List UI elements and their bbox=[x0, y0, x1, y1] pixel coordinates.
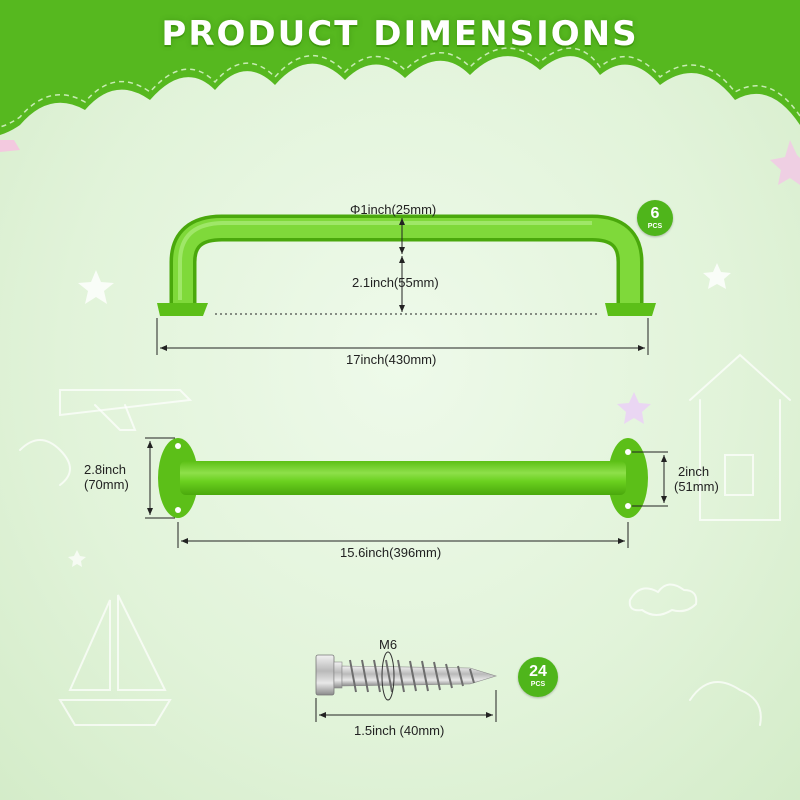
thread-label: M6 bbox=[379, 637, 398, 652]
left-height-label-line2: (70mm) bbox=[84, 477, 129, 492]
top-view-dimension-lines bbox=[145, 437, 668, 548]
header-banner bbox=[0, 0, 800, 135]
right-height-label-line2: (51mm) bbox=[674, 479, 719, 494]
side-length-label: 17inch(430mm) bbox=[346, 352, 437, 367]
handle-top-view bbox=[158, 438, 648, 518]
screw-quantity-badge: 24 PCS bbox=[518, 657, 558, 697]
top-length-label: 15.6inch(396mm) bbox=[340, 545, 442, 560]
diameter-label: Φ1inch(25mm) bbox=[350, 202, 437, 217]
screw-length-label: 1.5inch (40mm) bbox=[354, 723, 445, 738]
side-view-dimension-lines bbox=[156, 218, 649, 355]
right-height-label-line1: 2inch bbox=[678, 464, 710, 479]
screw-dimension-lines bbox=[315, 690, 497, 722]
handle-quantity: 6 bbox=[650, 205, 660, 222]
screw-quantity: 24 bbox=[529, 663, 547, 680]
handle-quantity-unit: PCS bbox=[647, 223, 663, 230]
height-label: 2.1inch(55mm) bbox=[352, 275, 439, 290]
screw-drawing bbox=[315, 651, 498, 701]
handle-side-view bbox=[157, 214, 656, 316]
handle-quantity-badge: 6 PCS bbox=[637, 200, 673, 236]
left-height-label-line1: 2.8inch bbox=[84, 462, 126, 477]
screw-quantity-unit: PCS bbox=[530, 681, 546, 688]
page-title: PRODUCT DIMENSIONS bbox=[161, 14, 639, 54]
